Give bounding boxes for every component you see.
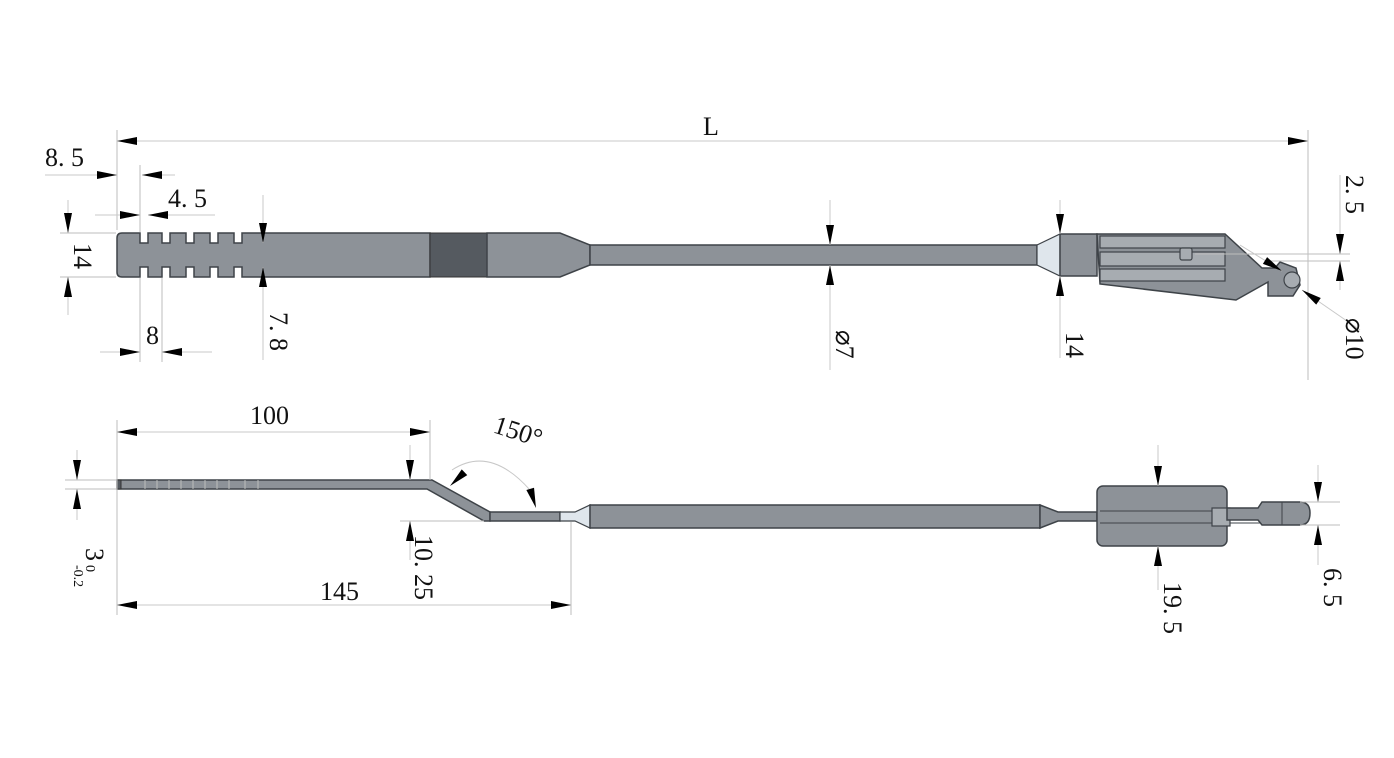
side-view	[116, 479, 1311, 547]
offset-segment	[489, 511, 561, 522]
pivot-pin	[1283, 271, 1301, 289]
dim-thickness: 3	[80, 548, 109, 561]
jaw-tip	[1226, 501, 1311, 526]
dim-head-width: 14	[1060, 332, 1089, 358]
dim-thickness-tol-upper: 0	[82, 565, 97, 572]
flat-blade	[116, 479, 491, 522]
pin-square	[1179, 247, 1193, 261]
handle-body	[116, 232, 431, 278]
dim-pin-diameter: ⌀10	[1340, 318, 1369, 360]
dim-notch-width: 4. 5	[168, 184, 207, 213]
dim-offset-length: 145	[320, 577, 359, 606]
cone	[1036, 233, 1061, 277]
neck	[486, 232, 591, 278]
dim-overall-length: L	[703, 112, 719, 141]
jaw-assembly	[1096, 233, 1301, 301]
grip-band	[429, 232, 488, 278]
top-view	[116, 232, 1301, 301]
shaft-side	[589, 504, 1041, 529]
dim-notch-pitch: 8	[146, 321, 159, 350]
top-view-dimensions: L 8. 5 4. 5 14 8 7. 8 ⌀7 14	[45, 112, 1369, 380]
dim-bend-offset: 10. 25	[409, 535, 438, 600]
neck-bulge	[559, 504, 591, 529]
dim-tip-height: 6. 5	[1318, 568, 1347, 607]
dim-straight-length: 100	[250, 401, 289, 430]
dim-handle-width: 14	[68, 243, 97, 269]
dim-notch-offset: 8. 5	[45, 143, 84, 172]
dim-notch-depth: 7. 8	[264, 312, 293, 351]
dim-shaft-diameter: ⌀7	[830, 330, 859, 359]
head-collar	[1059, 233, 1098, 277]
dim-thickness-tol-lower: -0.2	[70, 565, 85, 587]
dim-bend-angle: 150°	[490, 410, 546, 453]
dim-pin-offset: 2. 5	[1340, 175, 1369, 214]
shaft	[589, 244, 1038, 266]
jaw-block	[1096, 485, 1228, 547]
dim-block-height: 19. 5	[1158, 582, 1187, 634]
